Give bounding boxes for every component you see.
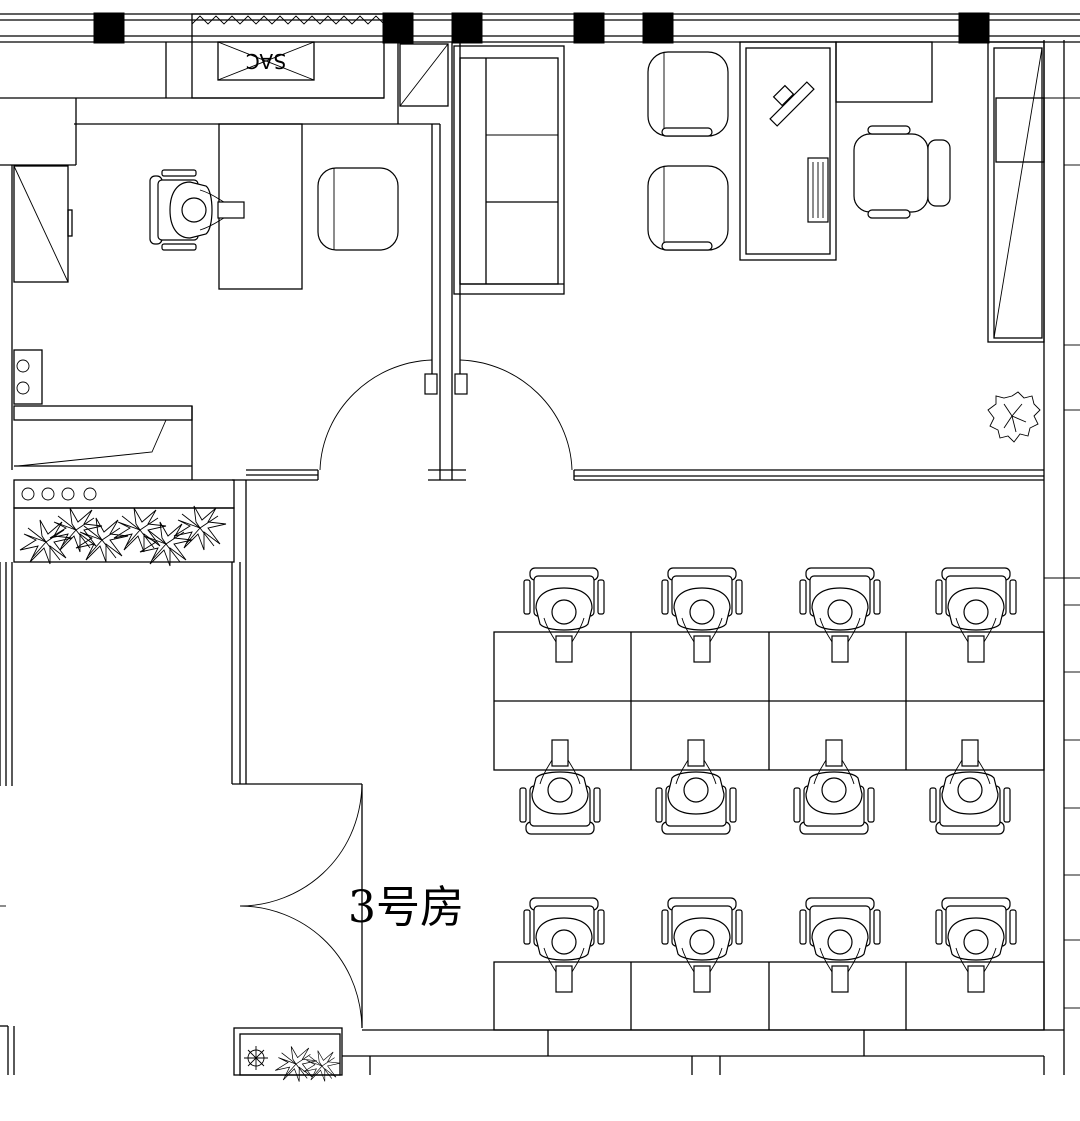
planter <box>13 479 246 567</box>
person-seated-icon <box>661 897 743 993</box>
bottom-walls <box>0 905 1064 1076</box>
person-seated-icon <box>799 567 881 663</box>
person-seated-icon <box>793 739 875 835</box>
ac-unit-label: SAC <box>246 49 286 73</box>
person-seated-icon <box>799 897 881 993</box>
door-swing-icon <box>317 359 433 480</box>
person-seated-icon <box>523 897 605 993</box>
door-swing-icon <box>459 359 575 480</box>
corridor-walls <box>397 42 468 481</box>
plant-icon <box>113 507 167 553</box>
plant-icon <box>139 521 193 567</box>
air-conditioner-icon: SAC <box>191 13 385 99</box>
chair-icon <box>853 125 951 219</box>
person-seated-icon <box>655 739 737 835</box>
person-seated-icon <box>935 897 1017 993</box>
chair-icon <box>647 51 729 137</box>
person-seated-icon <box>929 739 1011 835</box>
person-seated-icon <box>661 567 743 663</box>
person-seated-icon <box>935 567 1017 663</box>
door-swing-icon <box>239 783 363 1029</box>
keyboard-icon <box>807 157 829 223</box>
chair-icon <box>647 165 729 251</box>
room-label: 3号房 <box>348 882 464 933</box>
sofa <box>453 45 565 295</box>
room-top-left <box>0 42 440 480</box>
partition-wall <box>0 469 362 786</box>
person-seated-icon <box>523 567 605 663</box>
column-icon <box>93 12 990 44</box>
office-desk <box>739 41 837 261</box>
person-seated-icon <box>519 739 601 835</box>
chair-icon <box>317 167 399 251</box>
plant-icon <box>173 505 227 551</box>
monitor-icon <box>769 81 815 127</box>
potted-tree-icon <box>987 391 1041 443</box>
office-top-right <box>574 41 1045 481</box>
person-seated-icon <box>149 169 245 251</box>
plant-icon <box>244 1046 341 1082</box>
